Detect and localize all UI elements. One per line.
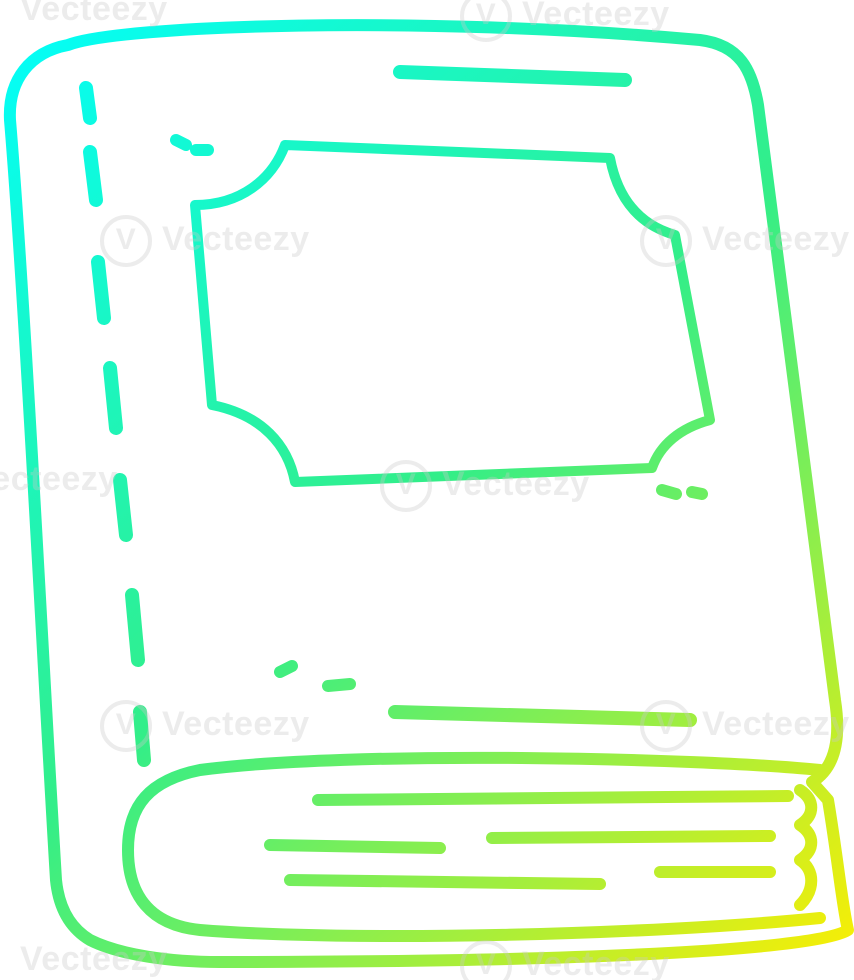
cover-lower-edge xyxy=(388,705,697,727)
cover-dot xyxy=(274,660,298,678)
spine-dash xyxy=(79,81,97,125)
cover-dot xyxy=(322,678,356,692)
spine-dash xyxy=(125,588,145,667)
spine-dash xyxy=(83,145,103,207)
page-block-outline xyxy=(122,751,826,942)
page-line xyxy=(284,874,606,890)
cover-dot xyxy=(656,484,682,500)
spine-dash xyxy=(113,473,133,542)
spine-dash xyxy=(103,361,123,435)
spine-dash xyxy=(91,255,111,325)
page-line xyxy=(312,790,794,806)
book-cover-outline xyxy=(3,19,854,968)
page-line xyxy=(264,839,446,854)
cover-dot xyxy=(686,486,708,500)
page-line xyxy=(486,830,776,844)
spine-dash xyxy=(133,705,151,767)
page-edge-bump xyxy=(794,784,818,911)
cover-top-highlight xyxy=(393,65,632,87)
cover-label-frame xyxy=(190,140,715,487)
cover-dot xyxy=(170,134,192,151)
